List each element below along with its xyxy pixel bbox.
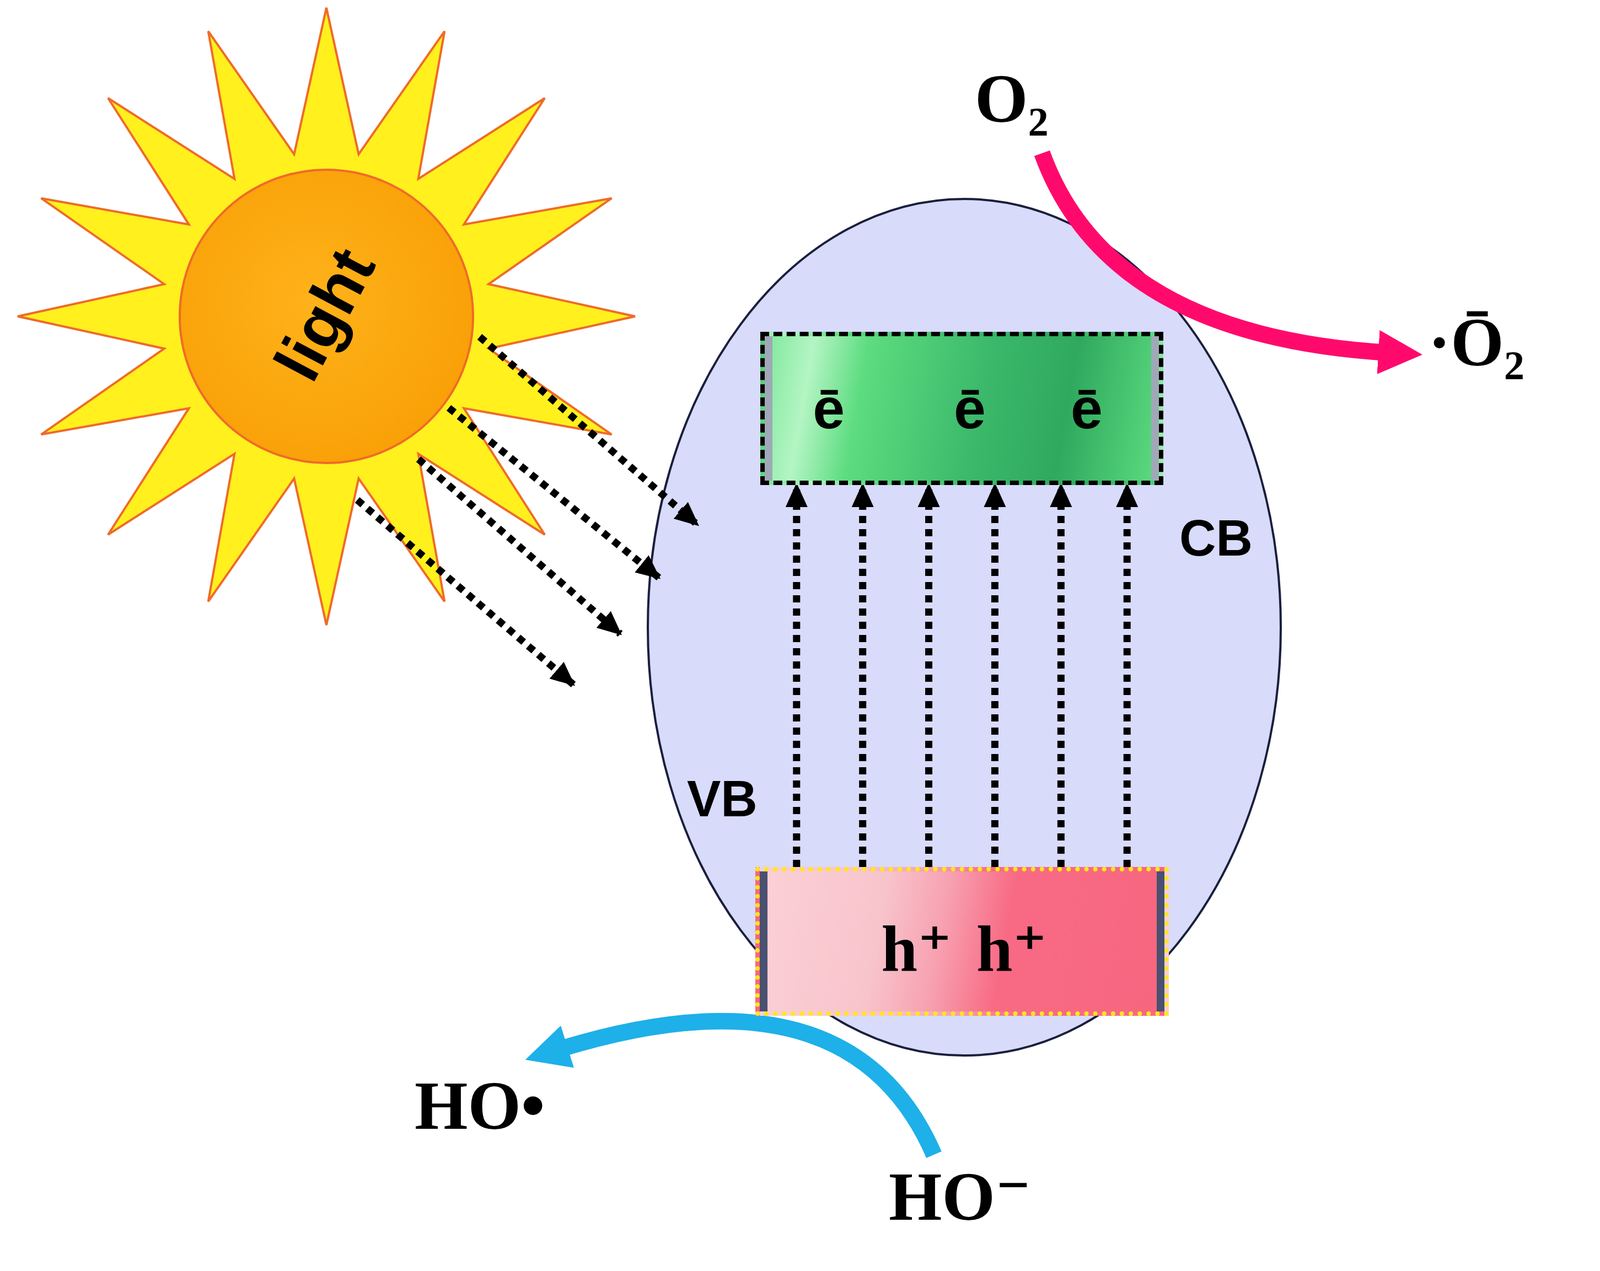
conduction-band: ēēēCB — [760, 331, 1164, 486]
electron-symbol: ē — [812, 379, 845, 438]
reactant-label: O₂ — [974, 65, 1049, 134]
reactant-label: HO⁻ — [888, 1163, 1032, 1232]
excitation-arrow — [1057, 485, 1065, 868]
excitation-arrow — [858, 485, 867, 868]
sun-core: light — [178, 168, 475, 465]
light-ray — [448, 407, 659, 578]
electron-symbol: ē — [1070, 379, 1103, 438]
reduction-arrow — [1042, 153, 1390, 353]
hole-symbol: h⁺ — [881, 916, 953, 982]
band-label: CB — [1179, 512, 1253, 564]
light-ray — [357, 500, 574, 685]
excitation-arrow — [925, 485, 933, 868]
hole-symbol: h⁺ — [976, 916, 1048, 982]
sun-label: light — [262, 238, 385, 390]
band-label: VB — [686, 773, 758, 825]
oxidation-arrow — [556, 1021, 934, 1156]
valence-band: VBh⁺h⁺ — [755, 867, 1169, 1017]
sun-rays — [17, 7, 636, 626]
light-ray — [418, 459, 621, 635]
excitation-arrow — [991, 485, 999, 868]
electron-symbol: ē — [953, 379, 986, 438]
product-label: HO• — [414, 1072, 545, 1141]
product-label: ·Ō₂ — [1427, 308, 1525, 378]
light-ray — [479, 336, 698, 525]
excitation-arrow — [792, 485, 800, 868]
particle-ellipse — [647, 199, 1281, 1056]
excitation-arrow — [1123, 485, 1131, 868]
